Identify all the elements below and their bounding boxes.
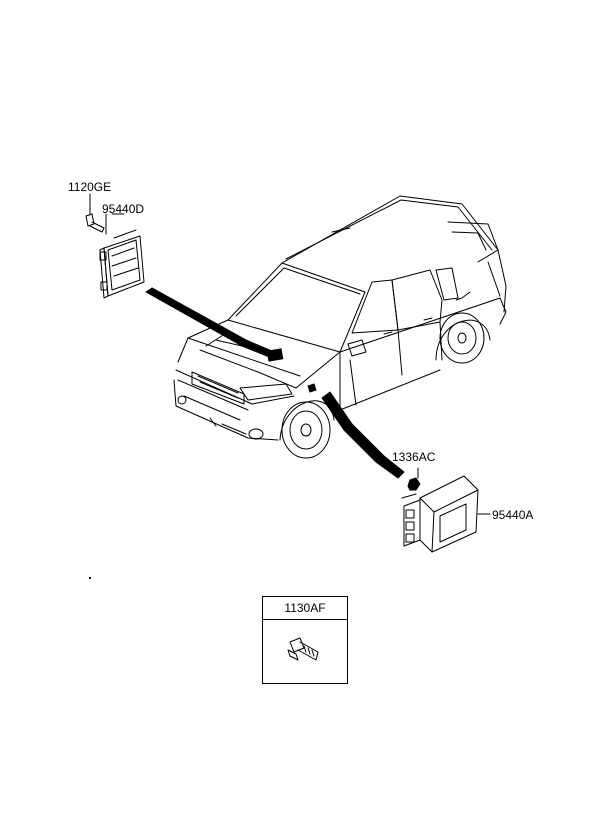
vehicle-illustration [173,195,507,459]
part-label-95440d: 95440D [102,202,145,216]
part-label-1336ac: 1336AC [392,450,436,464]
bolt-icon [287,637,319,661]
control-module-icon [99,229,145,299]
part-label-95440a: 95440A [492,508,534,522]
bolt-callout-box: 1130AF [262,596,348,684]
part-label-1120ge: 1120GE [68,180,112,194]
nut-icon [407,477,421,491]
bolt-icon [85,213,105,233]
part-label-1130af: 1130AF [263,597,347,620]
control-module-icon [401,475,479,553]
